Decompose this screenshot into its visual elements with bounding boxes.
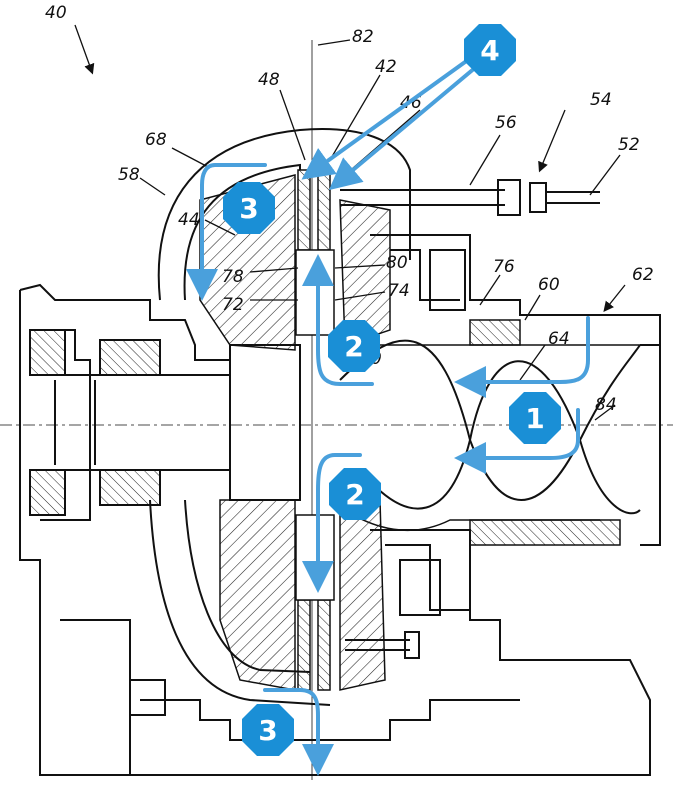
label-64: 64 bbox=[548, 329, 570, 349]
label-40: 40 bbox=[45, 3, 67, 23]
flow-arrows bbox=[186, 55, 590, 776]
step-2-upper-label: 2 bbox=[344, 330, 363, 363]
label-44: 44 bbox=[178, 210, 200, 230]
label-56: 56 bbox=[495, 113, 517, 133]
step-1-label: 1 bbox=[525, 402, 544, 435]
label-74: 74 bbox=[388, 281, 410, 301]
step-2-lower-label: 2 bbox=[345, 478, 364, 511]
label-62: 62 bbox=[632, 265, 654, 285]
label-78: 78 bbox=[222, 267, 244, 287]
label-42: 42 bbox=[375, 57, 397, 77]
step-4-label: 4 bbox=[480, 34, 499, 67]
label-76: 76 bbox=[493, 257, 515, 277]
label-54: 54 bbox=[590, 90, 612, 110]
label-60: 60 bbox=[538, 275, 560, 295]
label-52: 52 bbox=[618, 135, 640, 155]
label-80: 80 bbox=[386, 253, 408, 273]
label-82: 82 bbox=[352, 27, 374, 47]
step-3-upper-label: 3 bbox=[239, 192, 258, 225]
step-badge-2-lower: 2 bbox=[329, 468, 381, 520]
step-badge-3-upper: 3 bbox=[223, 182, 275, 234]
label-58: 58 bbox=[118, 165, 140, 185]
label-48: 48 bbox=[258, 70, 280, 90]
housing-line-art bbox=[0, 40, 673, 780]
step-badge-4: 4 bbox=[464, 24, 516, 76]
label-68: 68 bbox=[145, 130, 167, 150]
label-72: 72 bbox=[222, 295, 244, 315]
step-badge-3-lower: 3 bbox=[242, 704, 294, 756]
label-84: 84 bbox=[595, 395, 617, 415]
step-badge-1: 1 bbox=[509, 392, 561, 444]
step-badge-2-upper: 2 bbox=[328, 320, 380, 372]
step-3-lower-label: 3 bbox=[258, 714, 277, 747]
